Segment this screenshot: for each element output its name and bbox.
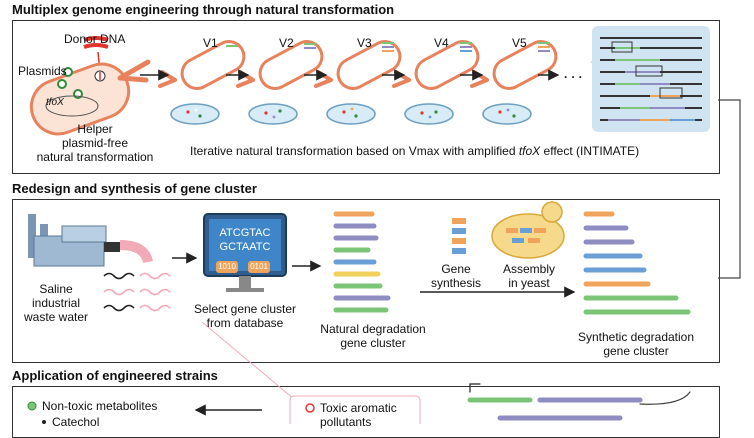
toxic-pollutants-label: Toxic aromatic pollutants — [320, 401, 397, 429]
section-title-redesign: Redesign and synthesis of gene cluster — [12, 181, 257, 196]
catechol-label: Catechol — [52, 415, 100, 429]
intimate-caption: Iterative natural transformation based o… — [190, 144, 640, 158]
diagram-graphics — [27, 26, 741, 424]
version-v1: V1 — [203, 36, 218, 50]
non-toxic-label: Non-toxic metabolites — [42, 399, 158, 413]
genome-edit-panel — [590, 26, 710, 132]
toxic-box — [289, 395, 421, 424]
natural-gene-clusters — [333, 211, 391, 313]
donor-dna-label: Donor DNA — [64, 32, 126, 46]
petri-dish-1 — [170, 103, 220, 125]
petri-dish-2 — [248, 103, 298, 125]
petri-dish-4 — [404, 103, 454, 125]
version-v2: V2 — [279, 36, 294, 50]
iteration-cells — [158, 40, 558, 90]
wastewater-waves — [103, 272, 171, 312]
gene-synthesis-icon — [452, 218, 466, 254]
pointer-line — [201, 321, 301, 405]
wastewater-outflow — [119, 240, 153, 264]
petri-dishes — [170, 103, 532, 125]
version-v3: V3 — [357, 36, 372, 50]
section-title-application: Application of engineered strains — [12, 368, 218, 383]
assembly-label: Assembly in yeast — [502, 262, 555, 290]
synthetic-gene-clusters — [583, 211, 691, 315]
petri-dish-3 — [326, 103, 376, 125]
screen-bits-2: 0101 — [250, 262, 268, 271]
helper-cell-icon — [29, 59, 151, 136]
version-v5: V5 — [512, 36, 527, 50]
synthetic-cluster-label: Synthetic degradation gene cluster — [577, 330, 695, 358]
cell-v5 — [470, 40, 558, 90]
petri-dish-5 — [482, 103, 532, 125]
gene-synthesis-label: Gene synthesis — [430, 262, 482, 290]
natural-cluster-label: Natural degradation gene cluster — [320, 322, 426, 350]
toxic-icon — [305, 403, 315, 413]
strain-gene-cluster — [467, 383, 691, 421]
select-cluster-label: Select gene cluster from database — [193, 302, 297, 330]
catechol-bullet-icon — [42, 420, 46, 424]
plasmids-label: Plasmids — [18, 64, 67, 78]
wastewater-label: Saline industrial waste water — [23, 282, 89, 324]
screen-sequence: ATCGTAC GCTAATC — [219, 227, 271, 253]
factory-icon — [28, 214, 120, 267]
screen-bits-1: 1010 — [218, 262, 236, 271]
section-title-multiplex: Multiplex genome engineering through nat… — [12, 2, 395, 17]
helper-label: Helper plasmid-free natural transformati… — [36, 122, 154, 164]
ellipsis: · · · — [564, 70, 583, 84]
yeast-icon — [491, 201, 565, 259]
tfox-label: tfoX — [46, 97, 64, 108]
non-toxic-marker-icon — [27, 401, 37, 411]
connector-line — [718, 99, 741, 279]
version-v4: V4 — [434, 36, 449, 50]
